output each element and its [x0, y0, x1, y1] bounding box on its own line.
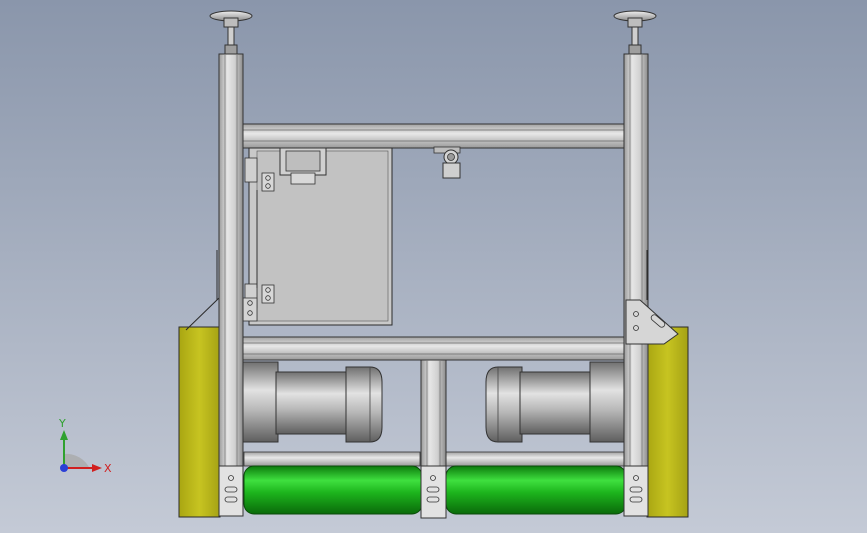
x-axis-arrowhead — [92, 464, 102, 472]
left-guard-brace — [185, 297, 220, 331]
left-roller-guard-plate — [243, 451, 421, 467]
left-drive-roller[interactable] — [243, 465, 423, 515]
right-post[interactable] — [623, 53, 649, 517]
right-drive-motor[interactable] — [485, 361, 626, 443]
right-leveling-foot[interactable] — [613, 10, 657, 55]
control-cabinet[interactable] — [242, 147, 393, 326]
left-post[interactable] — [218, 53, 244, 517]
left-side-guard[interactable] — [178, 326, 221, 518]
center-post[interactable] — [420, 359, 447, 519]
y-axis-label: Y — [58, 417, 66, 430]
x-axis-label: X — [104, 462, 112, 475]
left-leveling-foot[interactable] — [209, 10, 253, 55]
z-axis-origin — [60, 464, 68, 472]
middle-crossbeam[interactable] — [241, 336, 627, 361]
left-drive-motor[interactable] — [242, 361, 383, 443]
right-angle-bracket[interactable] — [625, 250, 679, 345]
beam-clamp-fitting[interactable] — [433, 146, 461, 179]
y-axis-arrowhead — [60, 430, 68, 440]
top-crossbeam[interactable] — [241, 123, 627, 149]
coordinate-triad[interactable]: Y X — [58, 417, 112, 475]
right-side-guard[interactable] — [646, 326, 689, 518]
right-drive-roller[interactable] — [445, 465, 627, 515]
upper-door-hinge — [244, 157, 275, 192]
right-roller-guard-plate — [445, 451, 625, 467]
